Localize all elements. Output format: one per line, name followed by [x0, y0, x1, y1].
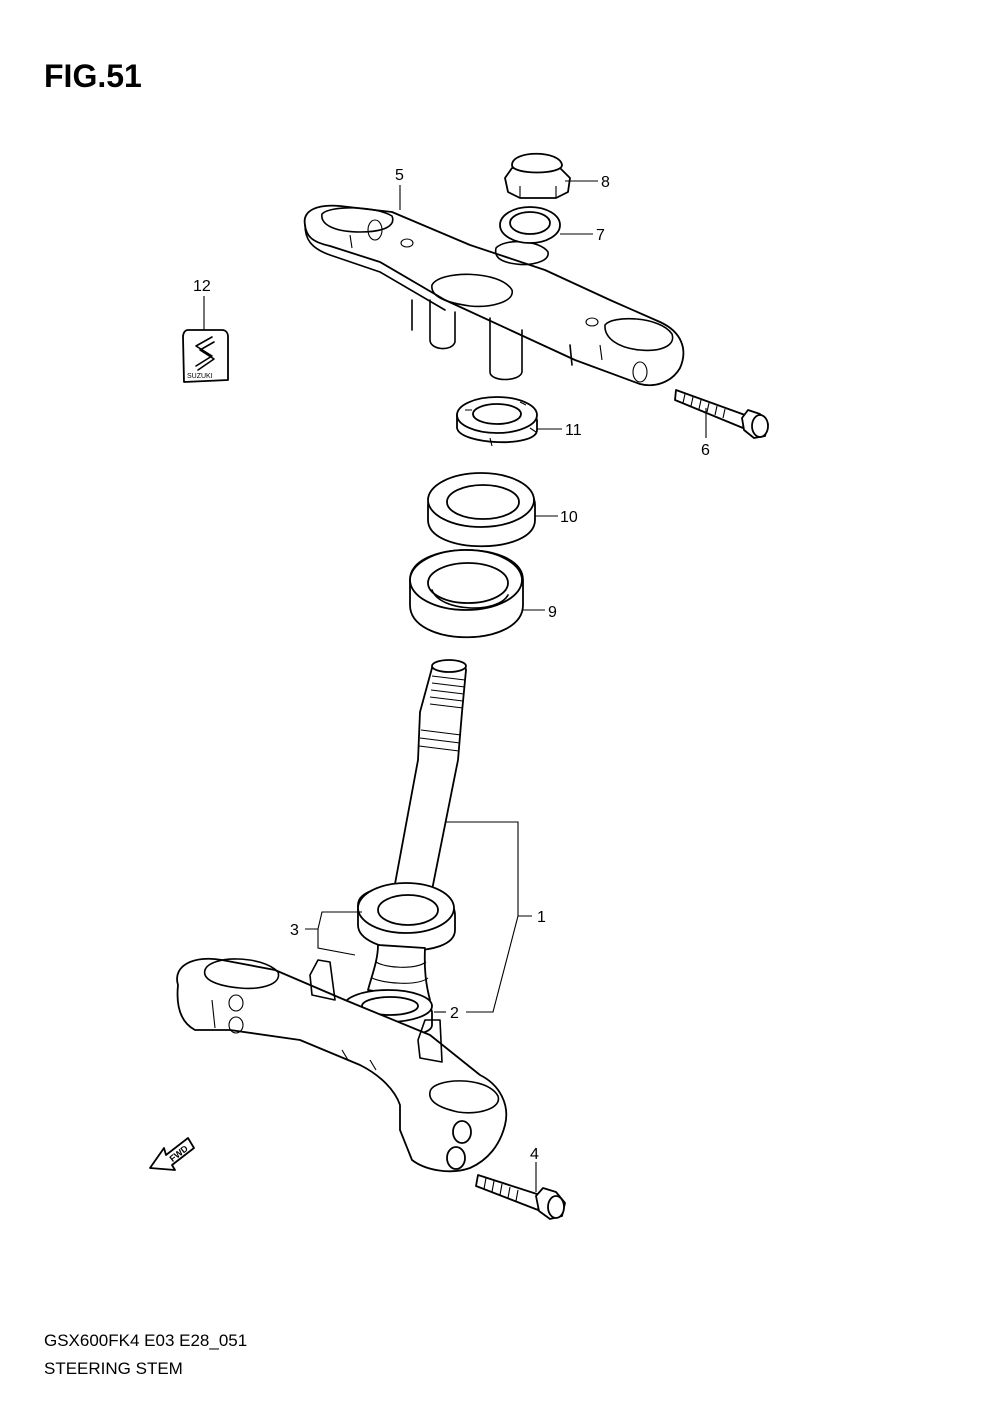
callout-7: 7 [596, 227, 605, 244]
callout-6: 6 [701, 442, 710, 459]
callout-9: 9 [548, 604, 557, 621]
callout-12: 12 [193, 278, 211, 295]
callout-11: 11 [565, 422, 582, 439]
section-name: STEERING STEM [44, 1359, 183, 1378]
callout-1: 1 [537, 909, 546, 926]
callout-8: 8 [601, 174, 610, 191]
callout-10: 10 [560, 509, 578, 526]
callout-2: 2 [450, 1005, 459, 1022]
emblem-logo-text: SUZUKI [187, 373, 213, 380]
stem-lock-nut [456, 396, 538, 447]
leader-lines [203, 180, 707, 1192]
callout-4: 4 [530, 1146, 539, 1163]
upper-bearing [409, 549, 524, 639]
callout-labels: 5 8 7 12 6 11 10 9 1 2 3 4 [193, 167, 710, 1163]
washer [499, 206, 561, 244]
model-code: GSX600FK4 E03 E28_051 [44, 1331, 248, 1350]
figure-title: FIG.51 [44, 58, 142, 94]
lower-clamp-bolt [475, 1174, 566, 1220]
callout-5: 5 [395, 167, 404, 184]
callout-3: 3 [290, 922, 299, 939]
upper-clamp-bolt [674, 389, 769, 439]
stem-nut-cap [504, 152, 571, 199]
dust-seal [427, 472, 536, 548]
suzuki-emblem: SUZUKI [182, 329, 229, 383]
forward-direction-arrow: FWD [149, 1137, 195, 1171]
upper-bracket [303, 204, 685, 387]
steering-stem [176, 659, 508, 1173]
